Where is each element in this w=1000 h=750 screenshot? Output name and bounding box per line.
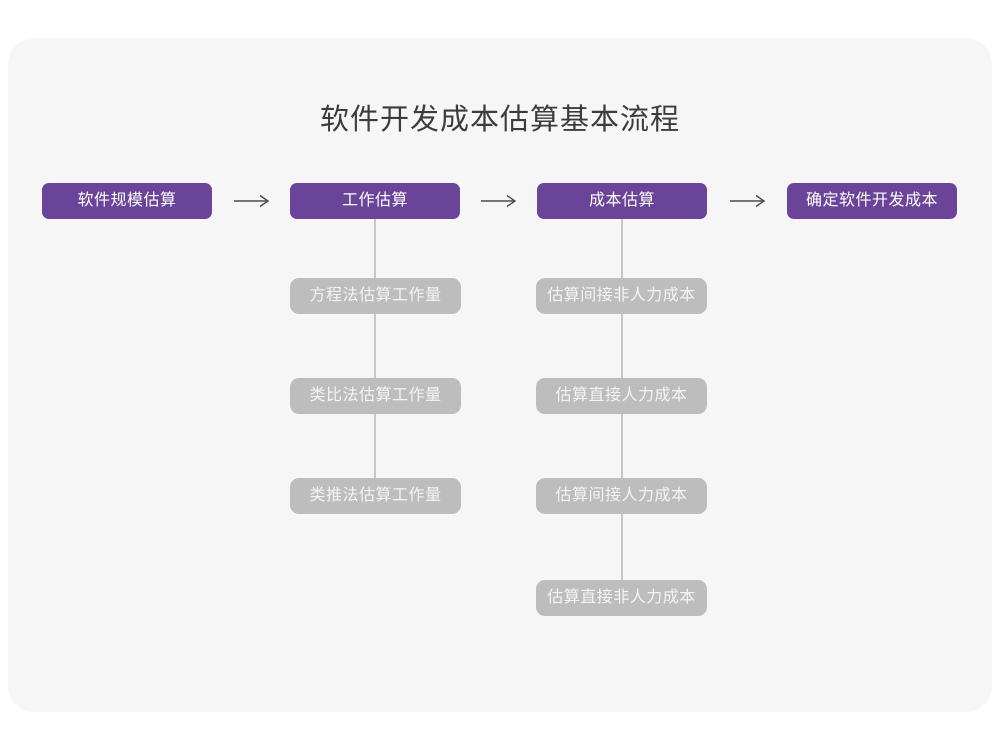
subnode-equation-method: 方程法估算工作量 [290, 278, 461, 314]
connector-line-work-estimation [374, 219, 376, 478]
node-cost-estimation: 成本估算 [537, 183, 707, 219]
subnode-direct-labor-cost: 估算直接人力成本 [536, 378, 707, 414]
subnode-analogy-method: 类比法估算工作量 [290, 378, 461, 414]
arrow-right-icon [234, 194, 270, 208]
subnode-direct-nonlabor-cost: 估算直接非人力成本 [536, 580, 707, 616]
subnode-indirect-nonlabor-cost: 估算间接非人力成本 [536, 278, 707, 314]
arrow-right-icon [481, 194, 517, 208]
node-determine-development-cost: 确定软件开发成本 [787, 183, 957, 219]
diagram-card [8, 38, 992, 712]
node-work-estimation: 工作估算 [290, 183, 460, 219]
subnode-indirect-labor-cost: 估算间接人力成本 [536, 478, 707, 514]
subnode-extrapolation-method: 类推法估算工作量 [290, 478, 461, 514]
arrow-right-icon [730, 194, 766, 208]
node-software-scale-estimation: 软件规模估算 [42, 183, 212, 219]
diagram-title: 软件开发成本估算基本流程 [319, 104, 680, 136]
